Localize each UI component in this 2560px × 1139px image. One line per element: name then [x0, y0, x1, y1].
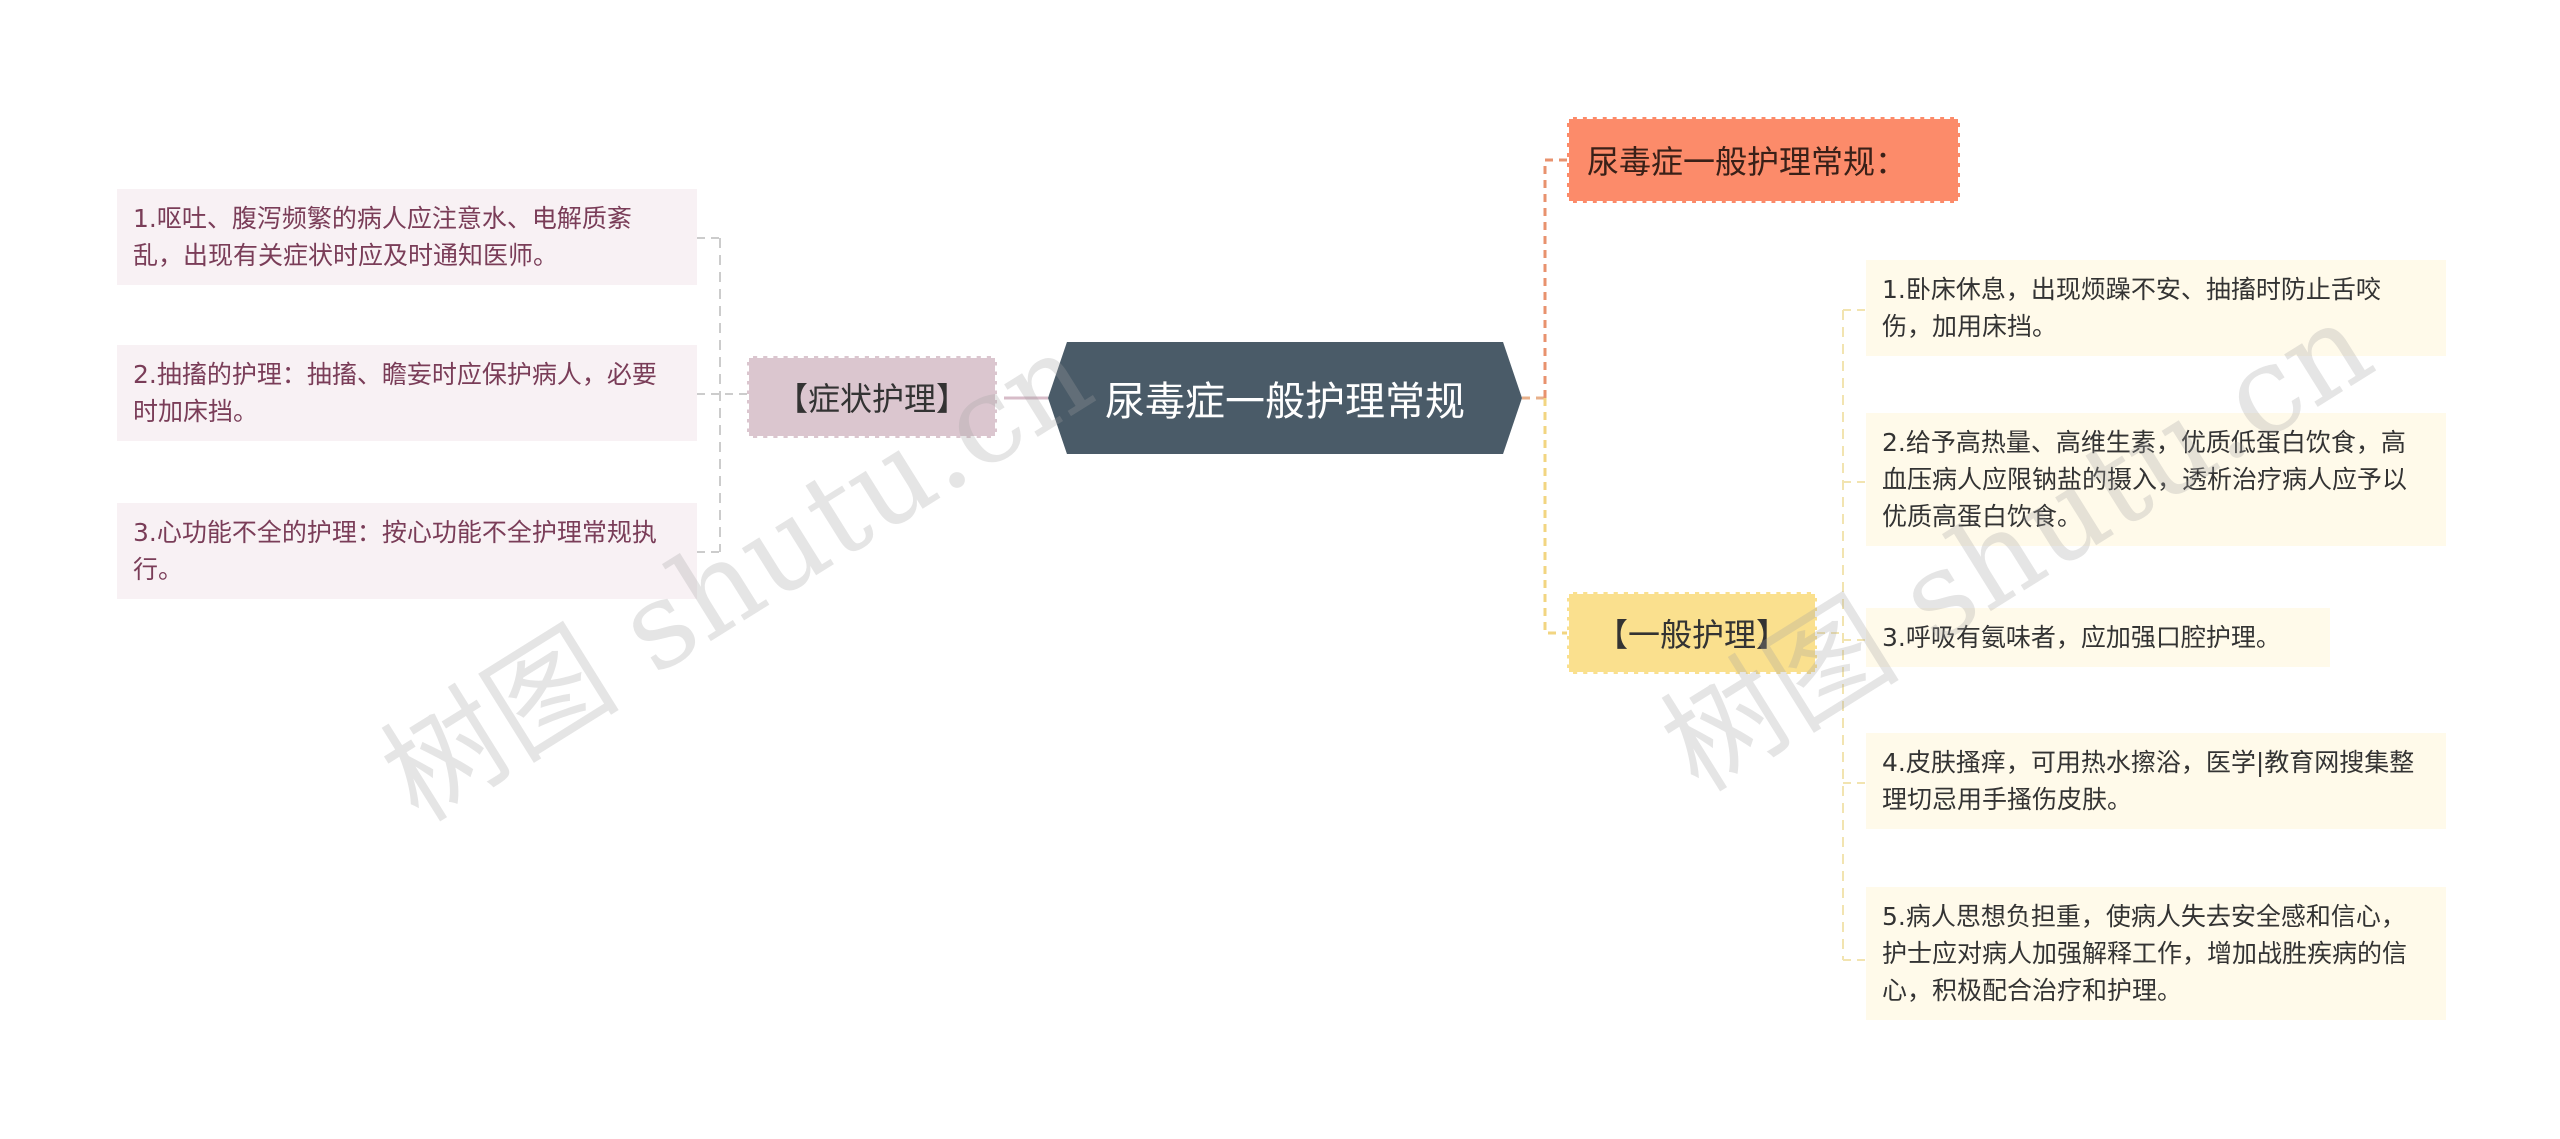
- leaf-text: 3.心功能不全的护理：按心功能不全护理常规执行。: [133, 518, 657, 584]
- leaf-node-symptom-3[interactable]: 3.心功能不全的护理：按心功能不全护理常规执行。: [117, 503, 697, 599]
- leaf-node-care-1[interactable]: 1.卧床休息，出现烦躁不安、抽搐时防止舌咬伤，加用床挡。: [1866, 260, 2446, 356]
- leaf-text: 5.病人思想负担重，使病人失去安全感和信心，护士应对病人加强解释工作，增加战胜疾…: [1882, 902, 2408, 1005]
- category-node-general-care[interactable]: 【一般护理】: [1567, 592, 1817, 674]
- category-node-symptom-care[interactable]: 【症状护理】: [747, 356, 997, 438]
- category-node-general-rules[interactable]: 尿毒症一般护理常规：: [1567, 117, 1960, 203]
- leaf-text: 1.卧床休息，出现烦躁不安、抽搐时防止舌咬伤，加用床挡。: [1882, 275, 2381, 341]
- leaf-node-care-4[interactable]: 4.皮肤搔痒，可用热水擦浴，医学|教育网搜集整理切忌用手搔伤皮肤。: [1866, 733, 2446, 829]
- category-label: 【症状护理】: [775, 380, 968, 418]
- root-node-label: 尿毒症一般护理常规: [1105, 379, 1465, 425]
- leaf-node-care-3[interactable]: 3.呼吸有氨味者，应加强口腔护理。: [1866, 608, 2330, 667]
- leaf-node-care-5[interactable]: 5.病人思想负担重，使病人失去安全感和信心，护士应对病人加强解释工作，增加战胜疾…: [1866, 887, 2446, 1020]
- leaf-text: 1.呕吐、腹泻频繁的病人应注意水、电解质紊乱，出现有关症状时应及时通知医师。: [133, 204, 632, 270]
- leaf-node-symptom-2[interactable]: 2.抽搐的护理：抽搐、瞻妄时应保护病人，必要时加床挡。: [117, 345, 697, 441]
- leaf-text: 3.呼吸有氨味者，应加强口腔护理。: [1882, 623, 2281, 652]
- root-node[interactable]: 尿毒症一般护理常规: [1048, 342, 1522, 454]
- leaf-text: 2.给予高热量、高维生素，优质低蛋白饮食，高血压病人应限钠盐的摄入，透析治疗病人…: [1882, 428, 2408, 531]
- leaf-text: 2.抽搐的护理：抽搐、瞻妄时应保护病人，必要时加床挡。: [133, 360, 657, 426]
- leaf-node-care-2[interactable]: 2.给予高热量、高维生素，优质低蛋白饮食，高血压病人应限钠盐的摄入，透析治疗病人…: [1866, 413, 2446, 546]
- category-label: 【一般护理】: [1595, 616, 1788, 654]
- category-label: 尿毒症一般护理常规：: [1587, 143, 1908, 181]
- leaf-text: 4.皮肤搔痒，可用热水擦浴，医学|教育网搜集整理切忌用手搔伤皮肤。: [1882, 748, 2415, 814]
- leaf-node-symptom-1[interactable]: 1.呕吐、腹泻频繁的病人应注意水、电解质紊乱，出现有关症状时应及时通知医师。: [117, 189, 697, 285]
